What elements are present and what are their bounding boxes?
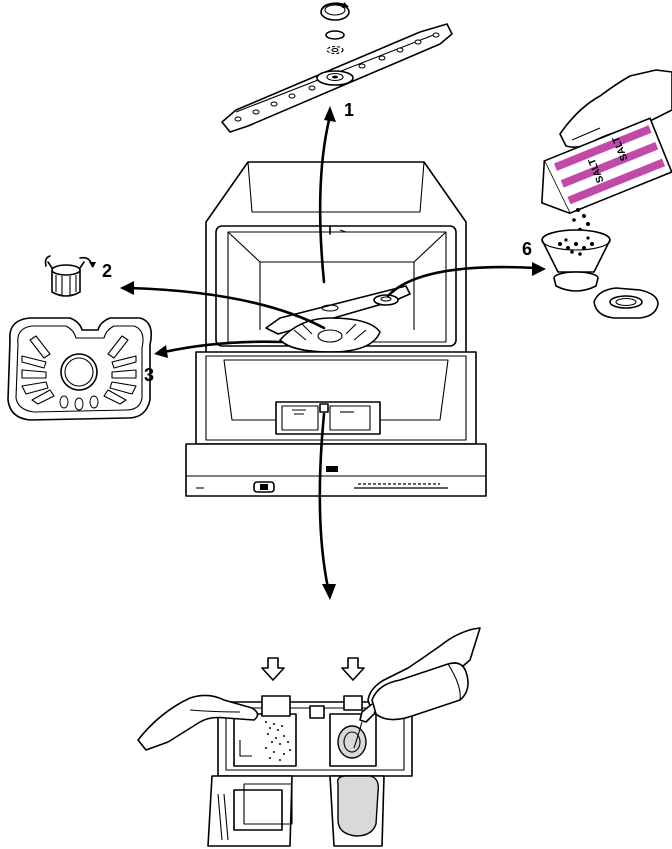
salt-refill-group: SALT SALT xyxy=(528,70,672,318)
dispenser-detail xyxy=(138,628,480,846)
upper-spray-arm xyxy=(222,24,452,132)
callout-1: 1 xyxy=(344,101,354,119)
rotation-nut-icon xyxy=(321,2,349,20)
down-arrow-icon xyxy=(262,658,284,680)
down-arrow-icon xyxy=(342,658,364,680)
dishwasher-body xyxy=(186,162,486,496)
flat-filter-plate xyxy=(8,318,151,420)
callout-6: 6 xyxy=(522,240,532,258)
door-detergent-dispenser xyxy=(276,402,380,434)
salt-container-cap xyxy=(594,288,658,318)
callout-2: 2 xyxy=(102,262,112,280)
cylindrical-filter xyxy=(46,256,97,296)
upper-spray-arm-assembly xyxy=(222,2,452,132)
callout-3: 3 xyxy=(144,366,154,384)
salt-funnel xyxy=(542,230,610,291)
washer-ring-icon xyxy=(326,31,344,54)
